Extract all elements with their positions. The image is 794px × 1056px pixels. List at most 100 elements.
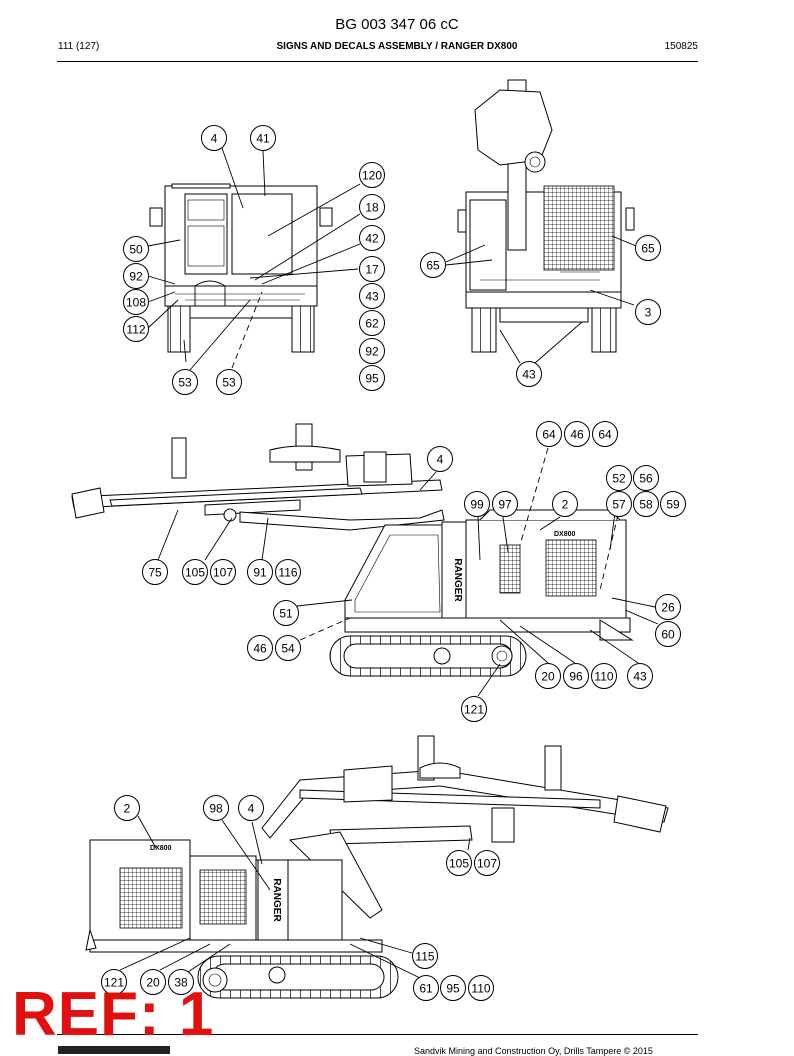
front-view-leaders <box>147 147 361 371</box>
callout-circle <box>633 491 659 517</box>
page-number: 111 (127) <box>58 41 100 52</box>
front-view-drawing <box>149 183 333 353</box>
callout-left-side-56: 56 <box>633 465 659 491</box>
callout-front-view-112: 112 <box>123 316 149 342</box>
footer-rule <box>57 1034 698 1035</box>
callout-circle <box>552 491 578 517</box>
callout-circle <box>535 663 561 689</box>
callout-circle <box>201 125 227 151</box>
callout-number: 121 <box>464 703 484 717</box>
callout-front-view-17: 17 <box>359 256 385 282</box>
callout-left-side-2: 2 <box>552 491 578 517</box>
callout-circle <box>247 559 273 585</box>
callout-number: 3 <box>645 306 652 320</box>
callout-circle <box>182 559 208 585</box>
callout-circle <box>273 600 299 626</box>
callout-number: 50 <box>129 243 143 257</box>
callout-circle <box>359 310 385 336</box>
callout-number: 41 <box>256 132 270 146</box>
callout-right-side-98: 98 <box>203 795 229 821</box>
callout-left-side-46: 46 <box>564 421 590 447</box>
callout-number: 95 <box>446 982 460 996</box>
callout-number: 58 <box>639 498 653 512</box>
right-side-view-drawing: DX800 RANGER <box>85 735 669 999</box>
callout-front-view-53: 53 <box>216 369 242 395</box>
callout-number: 65 <box>426 259 440 273</box>
callout-circle <box>359 283 385 309</box>
callout-left-side-4: 4 <box>427 446 453 472</box>
callout-circle <box>168 969 194 995</box>
callout-number: 105 <box>185 566 205 580</box>
callout-front-view-92: 92 <box>123 263 149 289</box>
callout-number: 43 <box>365 290 379 304</box>
footer-copyright: Sandvik Mining and Construction Oy, Dril… <box>414 1046 653 1056</box>
callout-left-side-121: 121 <box>461 696 487 722</box>
callout-right-side-121: 121 <box>101 969 127 995</box>
callout-circle <box>203 795 229 821</box>
callout-number: 38 <box>174 976 188 990</box>
callout-number: 60 <box>661 628 675 642</box>
callout-circle <box>627 663 653 689</box>
callout-rear-view-65: 65 <box>420 252 446 278</box>
ranger-label-left: RANGER <box>452 558 463 602</box>
callout-rear-view-3: 3 <box>635 299 661 325</box>
callout-number: 17 <box>365 263 379 277</box>
callout-number: 4 <box>437 453 444 467</box>
callout-circle <box>563 663 589 689</box>
callout-number: 57 <box>612 498 626 512</box>
callout-front-view-50: 50 <box>123 236 149 262</box>
callout-circle <box>123 236 149 262</box>
callout-circle <box>635 235 661 261</box>
callout-circle <box>101 969 127 995</box>
callout-right-side-2: 2 <box>114 795 140 821</box>
callout-number: 107 <box>477 857 497 871</box>
callout-number: 61 <box>419 982 433 996</box>
callout-right-side-95: 95 <box>440 975 466 1001</box>
callout-circle <box>468 975 494 1001</box>
callout-number: 105 <box>449 857 469 871</box>
left-side-view-leaders <box>157 447 659 697</box>
callout-left-side-64: 64 <box>536 421 562 447</box>
callout-number: 92 <box>129 270 143 284</box>
callout-number: 46 <box>253 642 267 656</box>
callout-left-side-60: 60 <box>655 621 681 647</box>
callout-number: 43 <box>522 368 536 382</box>
callout-circle <box>492 491 518 517</box>
callout-right-side-4: 4 <box>238 795 264 821</box>
callout-number: 59 <box>666 498 680 512</box>
callout-left-side-54: 54 <box>275 635 301 661</box>
callout-number: 56 <box>639 472 653 486</box>
callout-right-side-61: 61 <box>413 975 439 1001</box>
callout-number: 65 <box>641 242 655 256</box>
callout-circle <box>413 975 439 1001</box>
callout-circle <box>606 465 632 491</box>
callout-rear-view-65: 65 <box>635 235 661 261</box>
right-side-view-leaders <box>119 815 471 979</box>
callout-number: 64 <box>598 428 612 442</box>
callout-circle <box>142 559 168 585</box>
callout-front-view-120: 120 <box>359 162 385 188</box>
callout-circle <box>114 795 140 821</box>
callout-circle <box>464 491 490 517</box>
callout-number: 4 <box>211 132 218 146</box>
callout-circle <box>359 365 385 391</box>
document-number: BG 003 347 06 cC <box>335 16 459 33</box>
callout-circle <box>655 594 681 620</box>
callout-left-side-46: 46 <box>247 635 273 661</box>
callout-circle <box>359 338 385 364</box>
callout-left-side-75: 75 <box>142 559 168 585</box>
rear-view-drawing <box>457 79 635 353</box>
callout-front-view-18: 18 <box>359 194 385 220</box>
callout-number: 18 <box>365 201 379 215</box>
callout-number: 43 <box>633 670 647 684</box>
callout-left-side-57: 57 <box>606 491 632 517</box>
callout-number: 110 <box>471 982 490 996</box>
callout-left-side-51: 51 <box>273 600 299 626</box>
callout-left-side-52: 52 <box>606 465 632 491</box>
callout-number: 46 <box>570 428 584 442</box>
callout-circle <box>412 943 438 969</box>
callout-circle <box>359 162 385 188</box>
ranger-label-right: RANGER <box>271 878 282 922</box>
callout-circle <box>635 299 661 325</box>
